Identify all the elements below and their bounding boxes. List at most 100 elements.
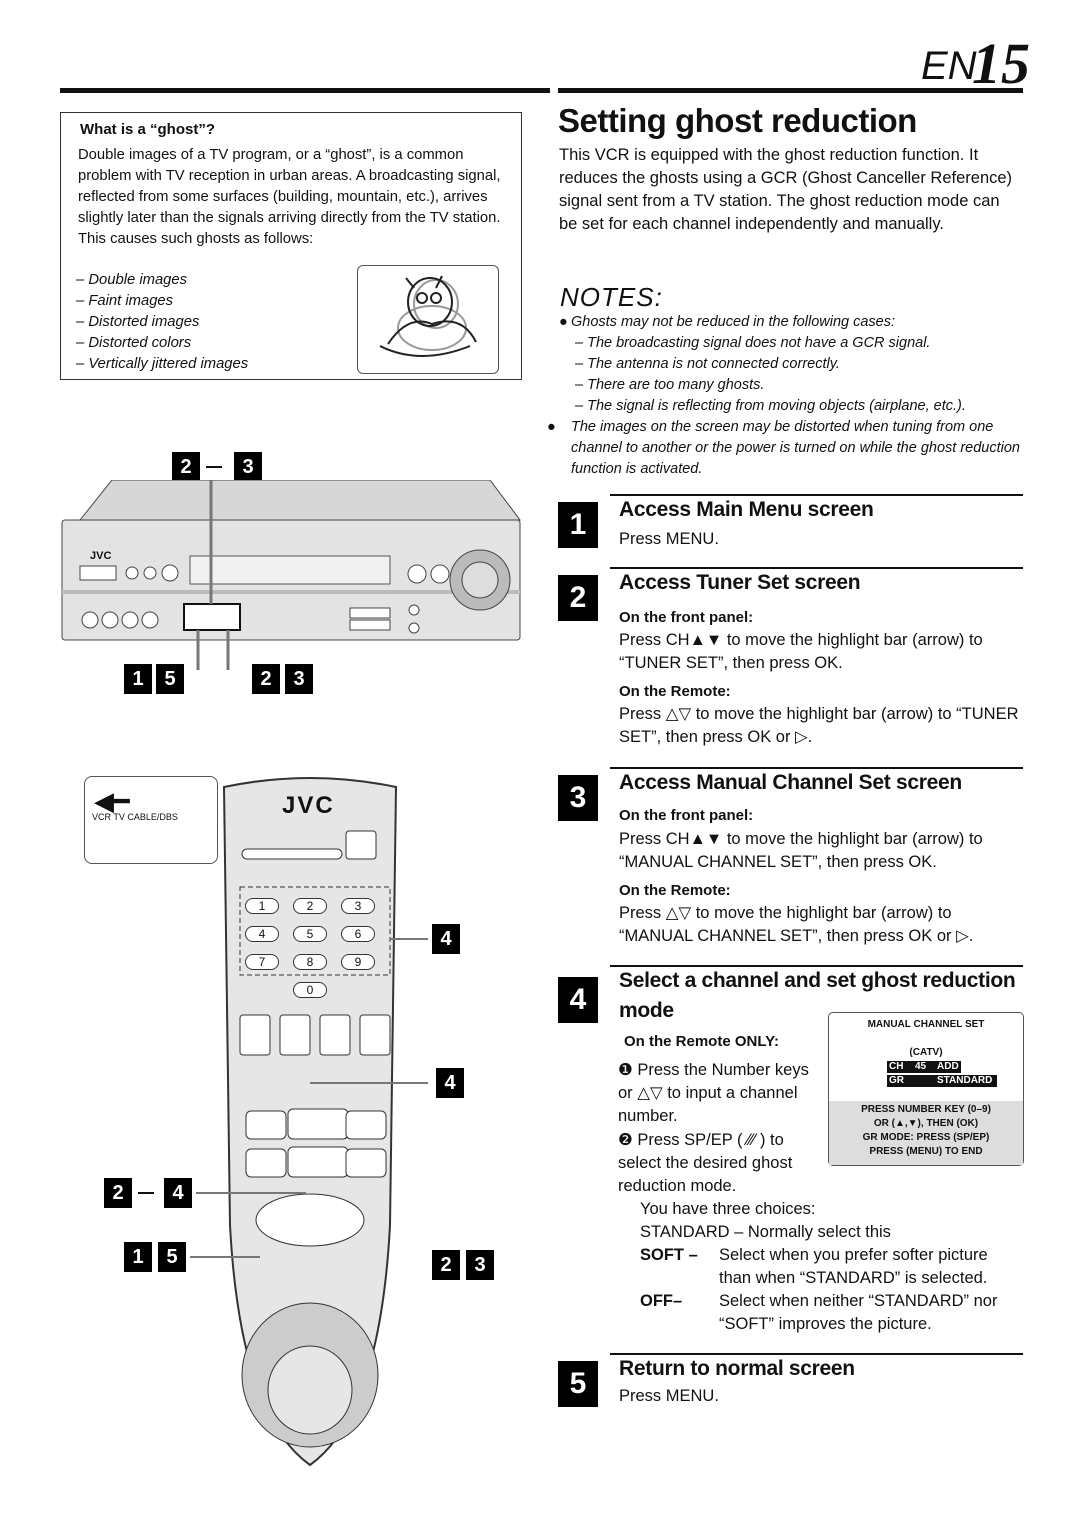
instruction-line: OR (▲,▼), THEN (OK) <box>873 1118 979 1129</box>
connector-line <box>196 1192 306 1194</box>
step-heading: Select a channel and set ghost reduction <box>619 969 1016 992</box>
remote-text: Press △▽ to move the highlight bar (arro… <box>619 705 1019 746</box>
step-1: 1 Access Main Menu screen Press MENU. <box>558 494 1023 554</box>
step-4: 4 Select a channel and set ghost reducti… <box>558 965 1023 1345</box>
list-item: – Faint images <box>76 293 174 309</box>
step-number: 4 <box>558 977 598 1023</box>
language-label: EN <box>921 44 977 88</box>
screen-title: MANUAL CHANNEL SET <box>867 1019 985 1030</box>
step-badge: 4 <box>164 1178 192 1208</box>
step-badge: 4 <box>432 924 460 954</box>
header-rule-left <box>60 88 550 93</box>
step-text: Press MENU. <box>619 1387 719 1405</box>
step-number: 3 <box>558 775 598 821</box>
note-sub: – The antenna is not connected correctly… <box>575 356 840 372</box>
step-number: 2 <box>558 575 598 621</box>
step-badge: 2 <box>432 1250 460 1280</box>
manual-channel-set-screen: MANUAL CHANNEL SET (CATV) CH 45 ADD GR S… <box>828 1012 1024 1166</box>
key-4[interactable]: 4 <box>245 926 279 942</box>
key-1[interactable]: 1 <box>245 898 279 914</box>
front-panel-label: On the front panel: <box>619 807 754 824</box>
instruction-line: PRESS (MENU) TO END <box>869 1146 983 1157</box>
soft-desc: Select when you prefer softer picture th… <box>719 1246 988 1287</box>
step-badge: 5 <box>158 1242 186 1272</box>
connector-line <box>310 1082 428 1084</box>
key-6[interactable]: 6 <box>341 926 375 942</box>
step-heading: Return to normal screen <box>619 1357 855 1380</box>
soft-key: SOFT – <box>640 1246 698 1264</box>
step-badge: 1 <box>124 664 152 694</box>
number-keypad: 1 2 3 4 5 6 7 8 9 0 <box>245 898 385 998</box>
switch-labels: VCR TV CABLE/DBS <box>92 812 178 822</box>
step-badge: 2 <box>252 664 280 694</box>
key-9[interactable]: 9 <box>341 954 375 970</box>
vcr-front-panel <box>61 480 521 670</box>
step-b: ❷ Press SP/EP ( ⁄⁄⁄ ) to select the desi… <box>618 1131 793 1195</box>
key-3[interactable]: 3 <box>341 898 375 914</box>
list-item: – Distorted images <box>76 314 200 330</box>
note-sub: – The broadcasting signal does not have … <box>575 335 931 351</box>
key-8[interactable]: 8 <box>293 954 327 970</box>
instruction-line: PRESS NUMBER KEY (0–9) <box>861 1104 991 1115</box>
catv-label: (CATV) <box>909 1047 943 1058</box>
step-a: ❶ Press the Number keys or △▽ to input a… <box>618 1061 809 1125</box>
arrow-icon: ◀━ <box>94 786 130 816</box>
step-text: Press MENU. <box>619 530 719 548</box>
front-panel-text: Press CH▲▼ to move the highlight bar (ar… <box>619 631 983 672</box>
remote-label: On the Remote: <box>619 683 731 700</box>
standard-choice: STANDARD – Normally select this <box>640 1223 891 1241</box>
front-panel-text: Press CH▲▼ to move the highlight bar (ar… <box>619 830 983 871</box>
connector-line <box>390 938 428 940</box>
note-sub: – There are too many ghosts. <box>575 377 765 393</box>
page-number: 15 <box>972 31 1030 96</box>
ghost-text: Double images of a TV program, or a “gho… <box>78 147 501 247</box>
vcr-brand: JVC <box>90 550 112 562</box>
remote-brand: JVC <box>282 792 335 819</box>
dash <box>138 1192 154 1194</box>
off-desc: Select when neither “STANDARD” nor “SOFT… <box>719 1292 998 1333</box>
step-badge: 2 <box>104 1178 132 1208</box>
step-badge: 4 <box>436 1068 464 1098</box>
step-badge: 3 <box>285 664 313 694</box>
step-heading-cont: mode <box>619 999 674 1022</box>
instruction-line: GR MODE: PRESS (SP/EP) <box>862 1132 990 1143</box>
remote-label: On the Remote: <box>619 882 731 899</box>
front-panel-label: On the front panel: <box>619 609 754 626</box>
ch-row: CH 45 ADD <box>887 1061 961 1073</box>
key-0[interactable]: 0 <box>293 982 327 998</box>
header-rule <box>558 88 1023 93</box>
list-item: – Vertically jittered images <box>76 356 249 372</box>
step-heading: Access Main Menu screen <box>619 498 874 521</box>
key-7[interactable]: 7 <box>245 954 279 970</box>
step-heading: Access Manual Channel Set screen <box>619 771 962 794</box>
list-item: – Double images <box>76 272 188 288</box>
ghost-list: – Double images – Faint images – Distort… <box>76 270 248 375</box>
remote-control <box>222 777 398 1467</box>
step-2: 2 Access Tuner Set screen On the front p… <box>558 567 1023 757</box>
dash <box>206 466 222 468</box>
note-item: ●The images on the screen may be distort… <box>547 419 1020 477</box>
ghost-info-box <box>60 112 522 380</box>
note-item: ●Ghosts may not be reduced in the follow… <box>559 314 896 330</box>
key-2[interactable]: 2 <box>293 898 327 914</box>
off-key: OFF– <box>640 1292 683 1310</box>
connector-line <box>190 1256 260 1258</box>
gr-row: GR STANDARD <box>887 1075 997 1087</box>
switch-callout <box>84 776 218 864</box>
step-badge: 2 <box>172 452 200 482</box>
step-badge: 3 <box>234 452 262 482</box>
list-item: – Distorted colors <box>76 335 192 351</box>
notes-list: ●Ghosts may not be reduced in the follow… <box>547 312 1024 480</box>
remote-only-label: On the Remote ONLY: <box>624 1033 780 1050</box>
step-badge: 5 <box>156 664 184 694</box>
step-number: 1 <box>558 502 598 548</box>
ghost-illustration <box>357 265 499 374</box>
key-5[interactable]: 5 <box>293 926 327 942</box>
step-number: 5 <box>558 1361 598 1407</box>
step-badge: 1 <box>124 1242 152 1272</box>
notes-heading: NOTES: <box>560 282 663 312</box>
ghost-heading: What is a “ghost”? <box>80 121 215 138</box>
step-badge: 3 <box>466 1250 494 1280</box>
page-title: Setting ghost reduction <box>558 102 917 139</box>
intro-text: This VCR is equipped with the ghost redu… <box>559 146 1013 233</box>
